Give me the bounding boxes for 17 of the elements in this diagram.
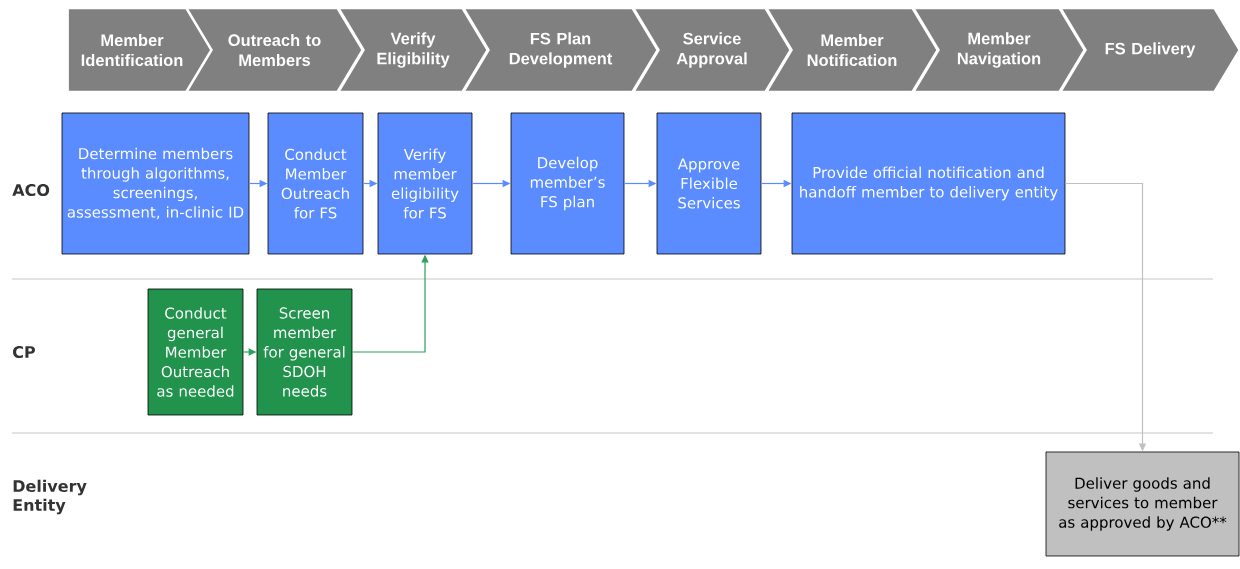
process-box: Determine members through algorithms, screenings, assessment, in-clinic ID [61,112,250,255]
phase-header: Service Approval [631,6,793,94]
process-box: Approve Flexible Services [656,112,762,255]
phase-header: Member Navigation [911,6,1087,94]
lane-label: Delivery Entity [13,479,87,515]
phase-header: Verify Eligibility [336,6,490,94]
process-box: Conduct general Member Outreach as needed [147,288,244,416]
process-box: Screen member for general SDOH needs [256,288,353,416]
process-box: Deliver goods and services to member as approved by ACO** [1045,451,1240,557]
process-box: Verify member eligibility for FS [377,112,473,255]
phase-header: FS Delivery [1058,6,1240,94]
phase-header: Member Notification [764,6,940,94]
process-box: Conduct Member Outreach for FS [267,112,364,255]
lane-label: CP [13,345,36,359]
process-box: Develop member’s FS plan [510,112,625,255]
node-label: FS Delivery [1105,42,1196,58]
process-box: Provide official notification and handoff member to delivery entity [791,112,1066,255]
